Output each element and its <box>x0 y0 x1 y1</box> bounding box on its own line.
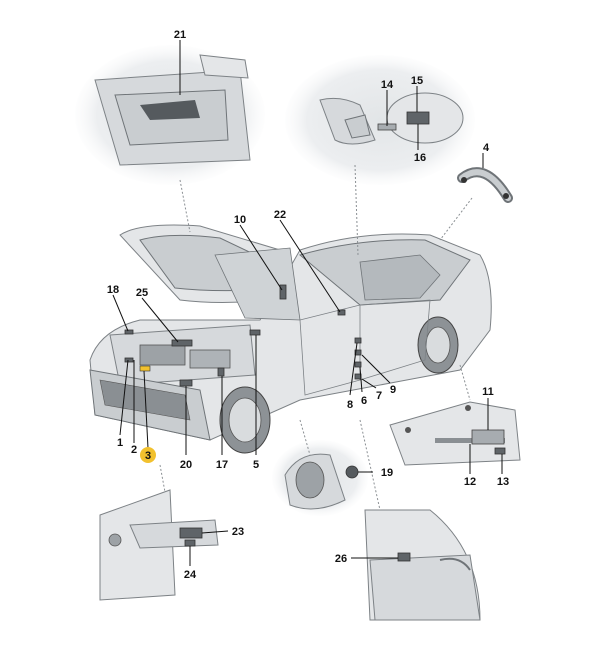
callout-15: 15 <box>411 75 423 87</box>
callout-1: 1 <box>117 437 123 449</box>
inset-grab-handle <box>457 167 513 203</box>
callout-3-highlight <box>140 447 156 463</box>
callout-11: 11 <box>482 386 494 398</box>
callout-2: 2 <box>131 444 137 456</box>
callout-10: 10 <box>234 214 246 226</box>
callout-4: 4 <box>483 142 490 154</box>
inset-fuel-flap <box>285 55 475 185</box>
inset-door-trim <box>364 509 481 621</box>
callout-14: 14 <box>381 79 394 91</box>
callout-13: 13 <box>497 476 509 488</box>
callout-16: 16 <box>414 152 426 164</box>
callout-21: 21 <box>174 29 186 41</box>
callout-9: 9 <box>390 384 396 396</box>
callout-24: 24 <box>184 569 197 581</box>
callout-25: 25 <box>136 287 148 299</box>
callout-3: 3 <box>145 450 151 462</box>
callout-5: 5 <box>253 459 259 471</box>
callout-8: 8 <box>347 399 353 411</box>
callout-7: 7 <box>376 390 382 402</box>
inset-boot-trim <box>389 401 521 466</box>
inset-glove-box <box>75 45 265 185</box>
callout-labels: 21 14 15 16 4 10 22 18 25 1 2 3 20 17 5 … <box>107 29 509 581</box>
callout-26: 26 <box>335 553 347 565</box>
inset-bonnet-latch <box>99 489 219 601</box>
callout-17: 17 <box>216 459 228 471</box>
callout-23: 23 <box>232 526 244 538</box>
callout-18: 18 <box>107 284 119 296</box>
callout-22: 22 <box>274 209 286 221</box>
callout-6: 6 <box>361 395 367 407</box>
inset-air-vent <box>272 440 368 516</box>
callout-12: 12 <box>464 476 476 488</box>
callout-19: 19 <box>381 467 393 479</box>
car-body <box>89 224 492 454</box>
inset-connectors <box>159 164 473 511</box>
leader-lines <box>112 40 503 566</box>
callout-20: 20 <box>180 459 192 471</box>
